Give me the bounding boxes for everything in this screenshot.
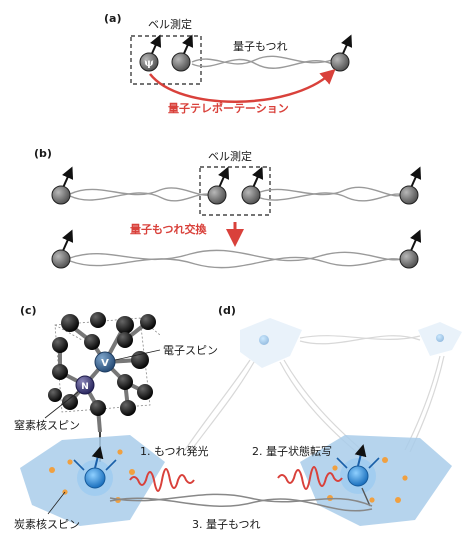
carbon-nuclear-spins <box>49 449 408 503</box>
nitrogen-symbol: N <box>81 382 89 392</box>
spin-b3 <box>241 166 264 205</box>
bell-measurement-label-b: ベル測定 <box>208 149 252 163</box>
panel-b-label: (b) <box>34 147 52 160</box>
nv-center-left <box>73 446 117 496</box>
carbon-spin-label: 炭素核スピン <box>14 517 80 531</box>
spin-b1 <box>51 166 74 205</box>
photon-wave-right <box>277 466 343 490</box>
electron-spin-leader <box>114 349 161 361</box>
teleportation-label: 量子テレポーテーション <box>168 101 289 115</box>
step2-label: 2. 量子状態転写 <box>252 444 332 458</box>
spin-a2 <box>171 34 194 72</box>
panel-d-label: (d) <box>218 304 236 317</box>
spin-b5 <box>51 229 74 269</box>
nitrogen-spin-leader <box>44 391 79 419</box>
panel-d: (d) <box>14 304 462 531</box>
entanglement-strands-b-left <box>69 187 215 202</box>
entanglement-strands-b-right <box>254 186 406 202</box>
spin-psi: ψ <box>139 34 162 72</box>
teleportation-arrow <box>149 68 336 103</box>
carbon-atoms <box>48 312 156 416</box>
bell-measurement-label-a: ベル測定 <box>148 17 192 31</box>
panel-a-label: (a) <box>104 12 121 25</box>
nitrogen-atom: N <box>75 375 95 395</box>
entanglement-strands-a <box>191 55 333 69</box>
vacancy-symbol: V <box>101 358 109 369</box>
panel-b: (b) ベル測定 量子もつれ交換 <box>34 147 422 269</box>
psi-symbol: ψ <box>144 58 153 69</box>
entanglement-label-a: 量子もつれ <box>233 40 288 53</box>
faint-network <box>184 318 462 456</box>
bell-measurement-box-b <box>199 166 271 216</box>
vacancy-atom: V <box>94 351 116 373</box>
photon-wave-left <box>129 468 195 492</box>
diamond-right <box>300 435 452 526</box>
lattice-bonds <box>58 320 150 433</box>
panel-c: (c) <box>14 304 218 462</box>
panel-c-label: (c) <box>20 304 37 317</box>
swap-label: 量子もつれ交換 <box>130 222 208 236</box>
spin-b2 <box>207 166 230 205</box>
spin-b4 <box>399 166 422 205</box>
panel-a: (a) ベル測定 量子もつれ ψ 量子テレポーテーション <box>104 12 353 115</box>
step1-label: 1. もつれ発光 <box>140 444 209 458</box>
step3-label: 3. 量子もつれ <box>192 518 261 531</box>
nitrogen-spin-label: 窒素核スピン <box>14 418 80 432</box>
remote-entanglement <box>109 493 373 512</box>
nv-center-right <box>336 444 380 507</box>
spin-b6 <box>399 229 422 269</box>
electron-spin-label: 電子スピン <box>163 344 218 357</box>
swapped-strands <box>69 249 406 269</box>
carbon-spin-leader <box>47 491 66 515</box>
spin-a3 <box>330 34 353 72</box>
